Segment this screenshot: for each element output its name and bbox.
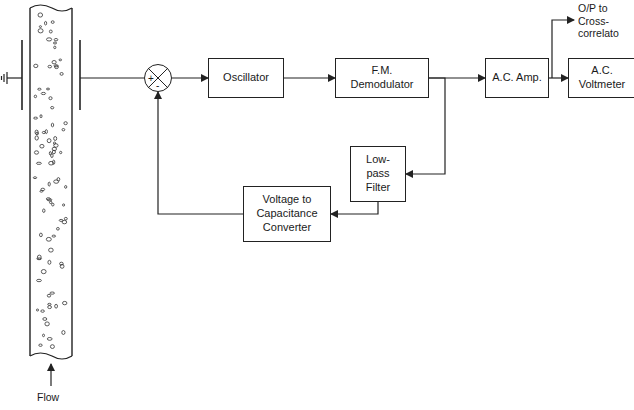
box-label: A.C. Voltmeter (569, 61, 634, 95)
flow-arrow (50, 364, 51, 386)
process-box: Voltage to Capacitance Converter (243, 186, 331, 242)
signal-connector (284, 77, 335, 78)
summing-junction: +- (144, 64, 172, 92)
output-label: O/P to Cross- correlato (578, 2, 632, 40)
pipe-break-bottom (30, 353, 72, 359)
sign-label: - (156, 81, 159, 91)
signal-connector (331, 202, 378, 214)
pipe-break-top (30, 5, 72, 11)
pipe-wall (29, 8, 30, 356)
electrode (79, 40, 81, 110)
ground-symbol (1, 76, 2, 80)
signal-connector (172, 77, 208, 78)
box-label: A.C. Amp. (488, 68, 546, 88)
bubbles (33, 13, 67, 349)
box-label: Oscillator (219, 68, 273, 88)
flow-label: Flow (37, 391, 77, 404)
ground-symbol (6, 72, 7, 84)
process-box: Oscillator (208, 58, 284, 98)
box-label: F.M. Demodulator (336, 61, 428, 95)
box-label: Low-pass Filter (351, 150, 405, 197)
process-box: F.M. Demodulator (335, 58, 429, 98)
process-box: A.C. Amp. (485, 58, 549, 98)
ground-symbol (3, 74, 4, 82)
electrode (21, 40, 23, 110)
wire (80, 77, 144, 78)
process-box: Low-pass Filter (350, 146, 406, 202)
signal-connector (158, 92, 243, 214)
sign-label: + (148, 74, 154, 84)
wire (7, 77, 22, 78)
box-label: Voltage to Capacitance Converter (244, 190, 330, 237)
signal-connector (549, 77, 568, 78)
pipe-wall (71, 8, 72, 356)
process-box: A.C. Voltmeter (568, 58, 634, 98)
